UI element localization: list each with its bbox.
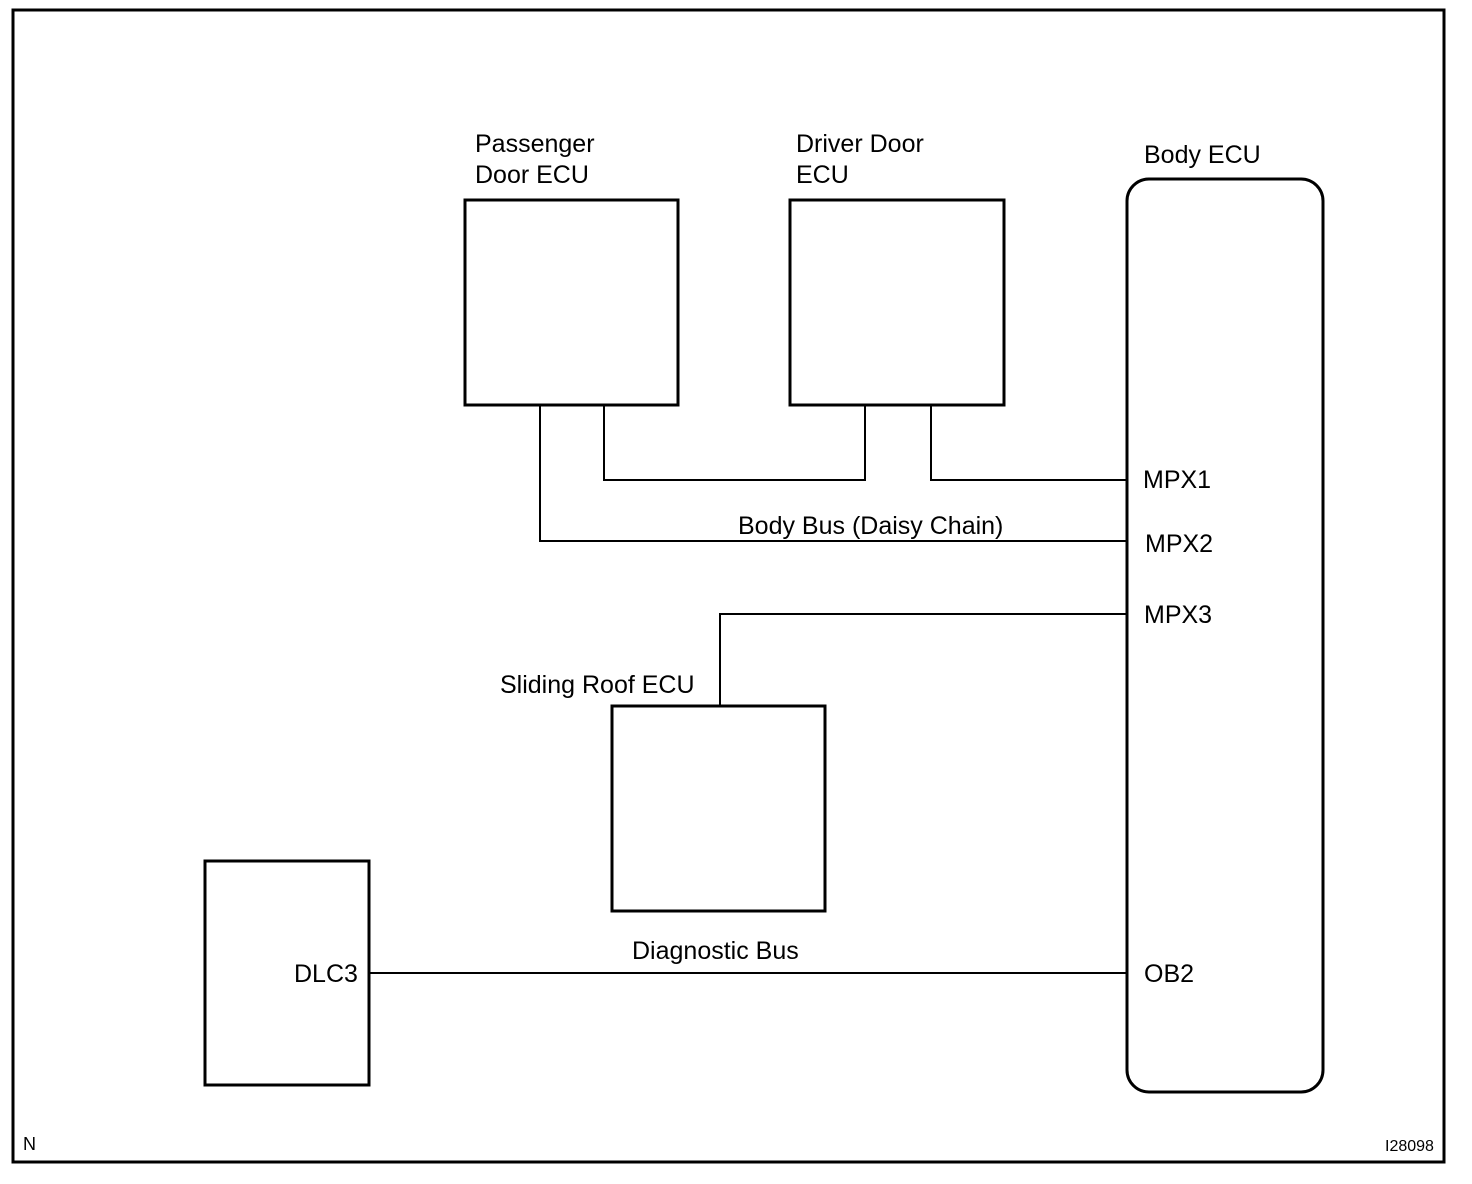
driver-door-ecu-label-line2: ECU	[796, 161, 849, 189]
terminal-ob2: OB2	[1144, 960, 1195, 988]
driver-door-ecu-label-line1: Driver Door	[796, 130, 924, 158]
passenger-door-ecu-label-line1: Passenger	[475, 130, 595, 158]
passenger-door-ecu-box	[463, 198, 680, 407]
body-bus-label: Body Bus (Daisy Chain)	[738, 512, 1004, 540]
diagnostic-bus-label: Diagnostic Bus	[632, 937, 799, 965]
wire-passenger-to-driver	[603, 405, 866, 481]
driver-door-ecu-box	[788, 198, 1006, 407]
terminal-mpx2: MPX2	[1145, 530, 1214, 558]
wire-driver-to-mpx1	[930, 405, 1127, 481]
body-ecu-box	[1125, 177, 1325, 1094]
corner-mark-n: N	[23, 1134, 36, 1154]
wire-passenger-to-mpx2	[539, 405, 1127, 542]
sliding-roof-ecu-box	[610, 704, 827, 913]
dlc3-label: DLC3	[294, 960, 358, 988]
wire-sliding-roof-to-mpx3	[719, 613, 1127, 706]
diagram-frame	[11, 8, 1446, 1164]
terminal-mpx1: MPX1	[1143, 466, 1212, 494]
body-ecu-label: Body ECU	[1144, 141, 1261, 169]
passenger-door-ecu-label-line2: Door ECU	[475, 161, 589, 189]
sliding-roof-ecu-label: Sliding Roof ECU	[500, 671, 695, 699]
figure-id: I28098	[1385, 1138, 1434, 1155]
terminal-mpx3: MPX3	[1144, 601, 1213, 629]
